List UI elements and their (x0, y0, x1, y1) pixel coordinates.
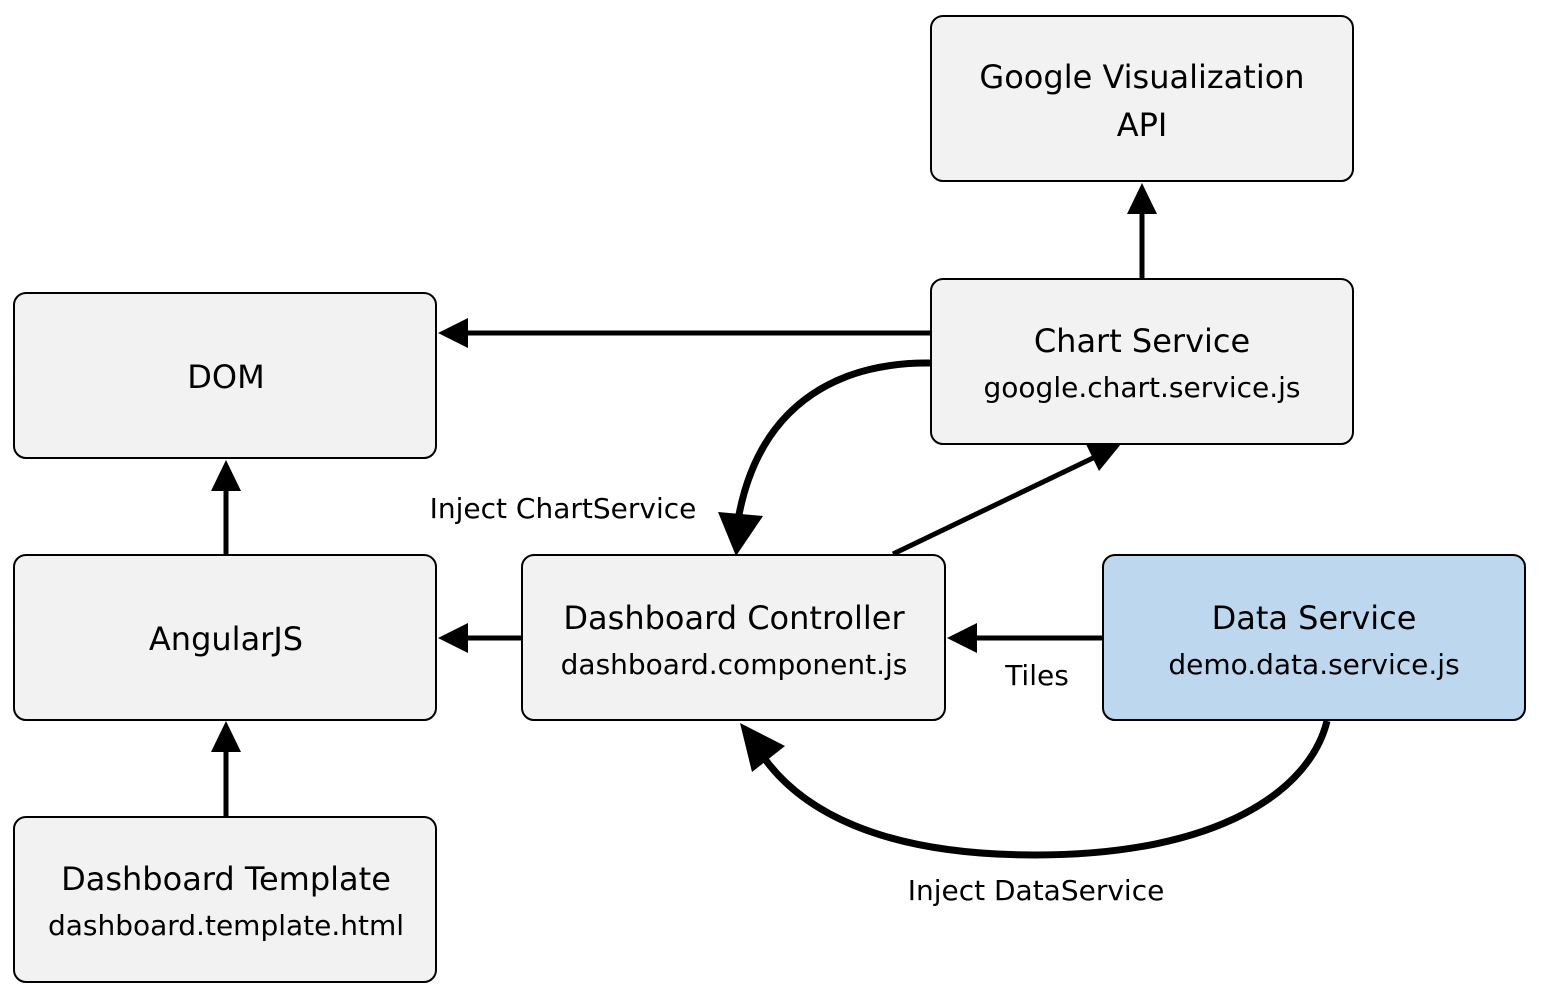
arrow-controller-to-angularjs (438, 623, 522, 653)
dashboard-controller-node: Dashboard Controller dashboard.component… (521, 554, 946, 721)
data-service-title: Data Service (1212, 599, 1417, 637)
google-api-label-line1: Google Visualization (979, 58, 1304, 96)
angularjs-label: AngularJS (149, 620, 303, 658)
chart-service-node: Chart Service google.chart.service.js (930, 278, 1354, 445)
tiles-label: Tiles (1004, 659, 1069, 692)
arrow-chart-to-google-api (1127, 183, 1157, 279)
arrow-inject-dataservice (740, 720, 1331, 859)
inject-chartservice-label: Inject ChartService (430, 492, 697, 525)
arrow-data-to-controller (947, 623, 1103, 653)
dom-node: DOM (13, 292, 437, 459)
arrow-angularjs-to-dom (211, 460, 241, 555)
inject-dataservice-label: Inject DataService (908, 874, 1165, 907)
dashboard-template-title: Dashboard Template (61, 860, 391, 898)
arrow-chart-to-dom (438, 318, 930, 348)
dashboard-template-file: dashboard.template.html (48, 909, 404, 942)
google-api-label-line2: API (1117, 106, 1168, 144)
google-visualization-api-node: Google Visualization API (930, 15, 1354, 182)
angularjs-node: AngularJS (13, 554, 437, 721)
dom-label: DOM (187, 358, 264, 396)
dashboard-controller-file: dashboard.component.js (561, 648, 908, 681)
arrow-inject-chartservice (718, 359, 931, 556)
chart-service-file: google.chart.service.js (984, 371, 1301, 404)
data-service-node: Data Service demo.data.service.js (1102, 554, 1526, 721)
arrow-template-to-angularjs (211, 721, 241, 817)
dashboard-controller-title: Dashboard Controller (563, 599, 905, 637)
data-service-file: demo.data.service.js (1168, 648, 1459, 681)
dashboard-template-node: Dashboard Template dashboard.template.ht… (13, 816, 437, 983)
chart-service-title: Chart Service (1034, 322, 1250, 360)
arrow-controller-to-chart (891, 440, 1121, 557)
